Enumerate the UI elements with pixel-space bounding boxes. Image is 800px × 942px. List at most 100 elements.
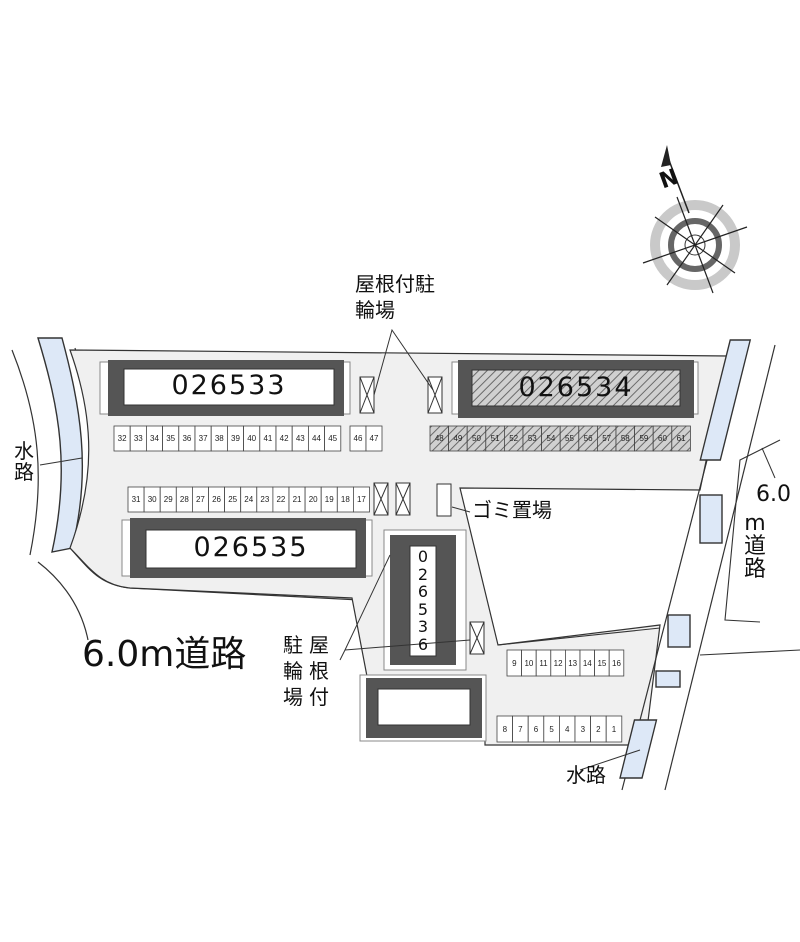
parking-row-top-left: [113, 425, 342, 452]
parking-slot-number: 48: [434, 434, 444, 443]
parking-slot-number: 38: [214, 434, 224, 443]
bike-parking-markers: [359, 376, 485, 655]
parking-slot-number: 40: [247, 434, 257, 443]
parking-slot-number: 43: [295, 434, 305, 443]
parking-slot: [324, 425, 342, 452]
parking-slot-number: 42: [279, 434, 289, 443]
compass: [642, 145, 748, 294]
north-arrow-icon: [661, 145, 671, 167]
parking-slot-number: 6: [533, 724, 539, 734]
road-label-right-number: 6.0: [756, 482, 791, 507]
road-label-bottom: 6.0m道路: [82, 634, 247, 675]
parking-slot-number: 45: [328, 434, 338, 443]
parking-slot-number: 21: [292, 495, 302, 504]
parking-slot-number: 23: [260, 495, 270, 504]
parking-slot-number: 60: [658, 434, 667, 443]
parking-slot-number: 34: [150, 434, 159, 443]
parking-slot-number: 52: [509, 434, 519, 443]
parking-slot-number: 57: [602, 434, 612, 443]
parking-row-mid-left: [127, 486, 370, 513]
parking-slot-number: 59: [639, 434, 649, 443]
parking-slot: [352, 486, 370, 513]
parking-slot-number: 20: [308, 495, 318, 504]
waterway-right-5: [619, 719, 658, 779]
parking-slot-number: 24: [244, 495, 254, 504]
parking-slot-number: 35: [166, 434, 176, 443]
garbage-area: [436, 483, 452, 517]
parking-slot-number: 55: [565, 434, 574, 443]
parking-slot-number: 54: [546, 434, 556, 443]
parking-row-bottom-right: [496, 715, 623, 743]
building-name-026535: 026535: [193, 532, 309, 563]
parking-slot-number: 32: [117, 434, 127, 443]
building-026534: [451, 360, 699, 418]
parking-pair-46-47: [349, 425, 383, 452]
parking-slot-number: 50: [472, 434, 481, 443]
roof-bike-label-col1: 駐輪場: [283, 633, 303, 709]
parking-slot-number: 27: [195, 495, 205, 504]
parking-slot-number: 49: [453, 434, 463, 443]
parking-slot-number: 15: [597, 658, 607, 668]
building-026533: [99, 360, 351, 416]
parking-slot: [671, 425, 691, 452]
parking-slot-number: 26: [212, 495, 221, 504]
parking-slot-number: 31: [131, 495, 141, 504]
parking-slot-number: 39: [231, 434, 240, 443]
parking-slot-number: 2: [596, 724, 601, 734]
parking-slot-number: 58: [620, 434, 630, 443]
parking-slot-number: 56: [583, 434, 593, 443]
waterway-right-3: [667, 614, 691, 648]
parking-row-top-right: [429, 425, 691, 452]
parking-slot-number: 3: [580, 724, 586, 734]
waterway-right-4: [655, 670, 681, 688]
parking-slot-number: 28: [179, 495, 189, 504]
parking-slot-number: 61: [676, 434, 686, 443]
parking-slot-number: 44: [312, 434, 321, 443]
parking-slot: [608, 649, 625, 677]
parking-slot-number: 19: [324, 495, 334, 504]
building-name-026533: 026533: [171, 370, 287, 401]
garbage-label: ゴミ置場: [472, 498, 552, 522]
road-label-right-text: m道路: [744, 511, 767, 583]
parking-slot-number: 17: [356, 495, 366, 504]
waterway-label-left: 水路: [14, 439, 34, 484]
parking-slot-number: 7: [518, 724, 523, 734]
parking-slot-number: 53: [527, 434, 537, 443]
parking-slot-number: 51: [490, 434, 500, 443]
parking-slot-number: 9: [512, 658, 517, 668]
parking-slot-number: 36: [182, 434, 192, 443]
building-name-026536: 026536: [417, 547, 429, 654]
parking-slot-number: 25: [228, 495, 238, 504]
waterway-left: [37, 337, 84, 553]
parking-slot-number: 22: [276, 495, 286, 504]
parking-slot-number: 4: [564, 724, 570, 734]
building-name-026534: 026534: [518, 372, 634, 403]
parking-slot: [605, 715, 623, 743]
parking-slot-number: 5: [549, 724, 554, 734]
parking-slot-number: 16: [612, 658, 621, 668]
parking-row-lower-right: [506, 649, 625, 677]
parking-slot-number: 8: [502, 724, 508, 734]
parking-slot-number: 33: [133, 434, 143, 443]
waterway-right-2: [699, 494, 723, 544]
parking-slot-number: 13: [568, 658, 578, 668]
parking-slot-number: 10: [524, 658, 534, 668]
parking-slot-number: 47: [369, 434, 379, 443]
parking-slot-number: 30: [147, 495, 157, 504]
parking-slot-number: 41: [263, 434, 273, 443]
parking-slot-number: 12: [553, 658, 563, 668]
roof-bike-label-top: 屋根付駐輪場: [355, 272, 435, 322]
roof-bike-label-col2: 屋根付: [309, 633, 329, 709]
parking-slot-number: 18: [340, 495, 350, 504]
parking-slot-number: 14: [582, 658, 592, 668]
parking-slot: [365, 425, 383, 452]
building-unnamed: [359, 674, 487, 742]
waterway-right-1: [699, 339, 752, 461]
waterway-label-bottom: 水路: [566, 763, 606, 787]
parking-slot-number: 11: [539, 658, 548, 668]
parking-slot-number: 29: [163, 495, 173, 504]
parking-slot-number: 1: [611, 724, 617, 734]
road-edge-left-outer: [11, 349, 39, 556]
building-026535: [121, 518, 373, 578]
